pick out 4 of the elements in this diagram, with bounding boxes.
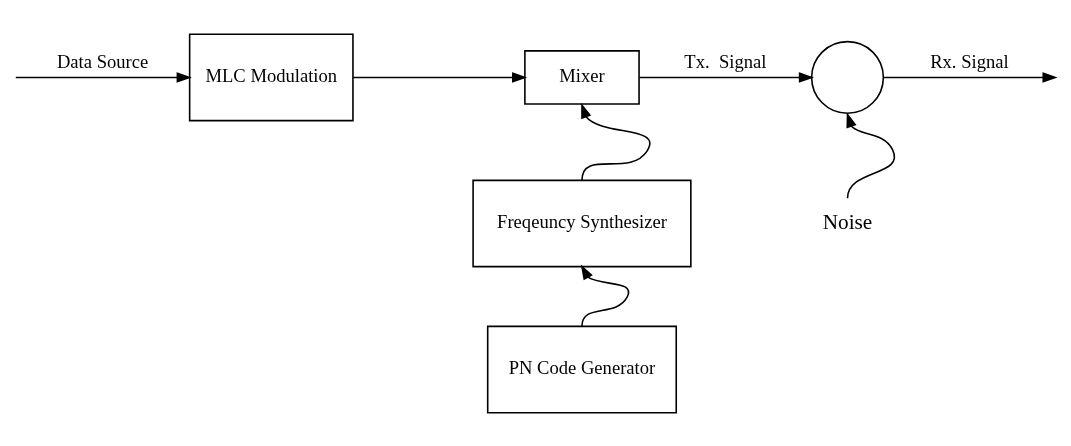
edge-label: Rx. Signal xyxy=(930,50,1009,72)
edge-label: Tx. Signal xyxy=(684,50,767,72)
node-text: Noise xyxy=(822,209,873,234)
edge-label: Data Source xyxy=(56,50,149,72)
